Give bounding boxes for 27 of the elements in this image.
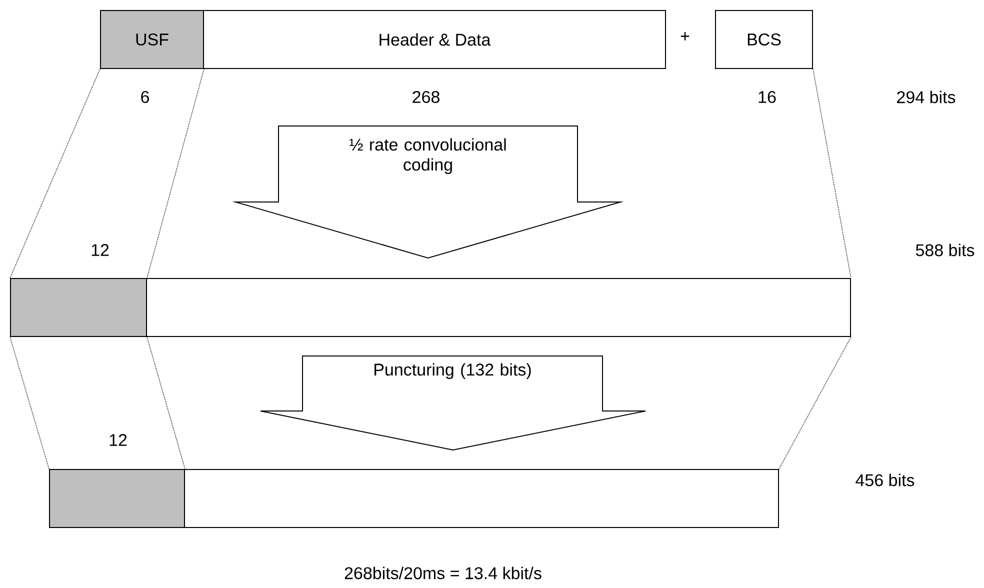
field-box: Header & Data (203, 10, 666, 69)
block-segment (49, 469, 185, 528)
bit-count: 12 (110, 434, 127, 446)
field-box: USF (100, 10, 204, 69)
block-arrow (260, 356, 646, 450)
bit-count: 12 (92, 244, 109, 256)
edge-label: Puncturing (132 bits) (374, 363, 531, 380)
total-bits: 456 bits (856, 474, 914, 486)
total-bits: 588 bits (916, 244, 974, 256)
block-segment (10, 278, 147, 337)
projection-line (10, 336, 50, 470)
block-segment (146, 278, 851, 337)
plus-sign: + (680, 32, 690, 40)
projection-line (146, 68, 204, 278)
bit-count: 6 (141, 90, 149, 104)
bit-count: 16 (758, 90, 776, 104)
projection-line (812, 68, 852, 278)
bit-count: 268 (412, 90, 440, 104)
block-segment (184, 469, 779, 528)
total-bits: 294 bits (897, 90, 956, 104)
rate-note: 268bits/20ms = 13.4 kbit/s (344, 566, 542, 580)
block-arrow (232, 126, 624, 259)
projection-line (146, 336, 186, 470)
edge-label: ½ rate convolucional coding (350, 138, 506, 174)
projection-line (10, 68, 100, 278)
field-box: BCS (715, 10, 813, 69)
projection-line (778, 336, 852, 470)
